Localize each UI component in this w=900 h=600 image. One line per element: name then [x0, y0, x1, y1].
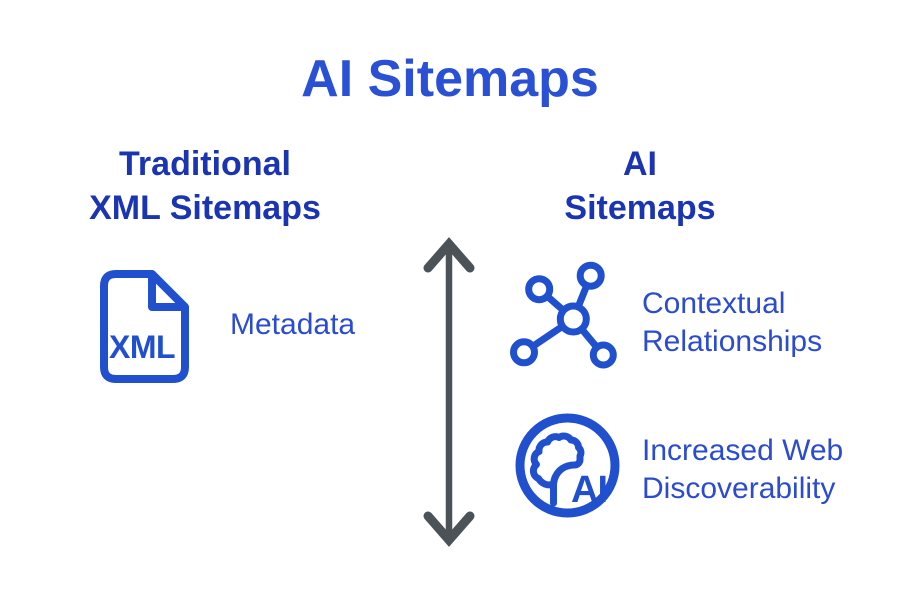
arrowhead-down [423, 511, 475, 547]
contextual-relationships-line2: Relationships [642, 325, 823, 358]
right-column-heading-line2: Sitemaps [564, 189, 716, 227]
contextual-relationships-line1: Contextual [642, 287, 786, 320]
right-column-heading-line1: AI [623, 145, 657, 183]
ai-icon-circle [515, 413, 620, 518]
folded-corner [148, 274, 185, 311]
left-column-heading: Traditional XML Sitemaps [45, 142, 365, 230]
network-nodes-icon [510, 261, 617, 369]
ai-brain-icon: AI [515, 413, 620, 518]
increased-web-discoverability-label: Increased Web Discoverability [642, 432, 843, 508]
metadata-label: Metadata [230, 308, 356, 341]
brain-shape [529, 432, 585, 507]
vertical-double-arrow-icon [423, 237, 475, 547]
increased-web-line2: Discoverability [642, 472, 836, 505]
network-nodes [510, 261, 617, 369]
ai-icon-text: AI [571, 469, 607, 511]
contextual-relationships-label: Contextual Relationships [642, 285, 822, 361]
page-title: AI Sitemaps [301, 50, 599, 108]
xml-icon-text: XML [109, 329, 175, 365]
right-column-heading: AI Sitemaps [480, 142, 800, 230]
arrowhead-up [423, 237, 475, 273]
document-outline [100, 270, 189, 383]
left-column-heading-line1: Traditional [119, 145, 291, 183]
left-column-heading-line2: XML Sitemaps [89, 189, 321, 227]
xml-document-icon: XML [100, 270, 189, 383]
increased-web-line1: Increased Web [642, 434, 844, 467]
